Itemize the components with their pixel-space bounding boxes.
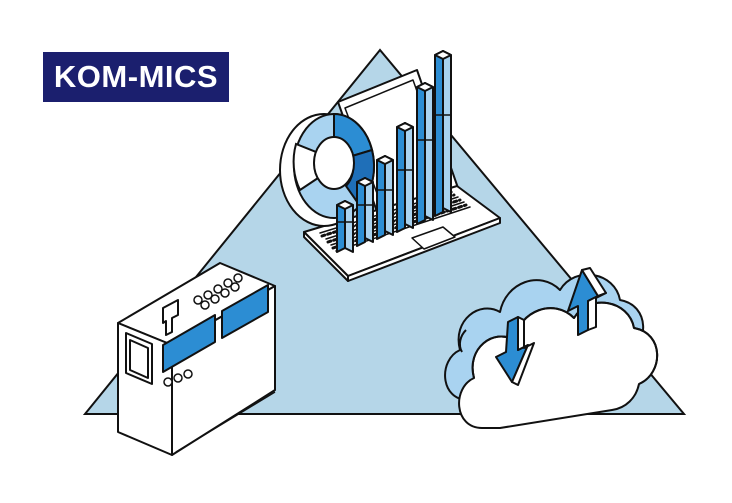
kom-mics-badge: KOM-MICS <box>43 52 229 102</box>
download-arrow-icon <box>495 316 535 386</box>
badge-label: KOM-MICS <box>53 59 219 94</box>
bar-chart-icon <box>336 50 452 253</box>
machine-icon <box>117 262 276 456</box>
upload-arrow-icon <box>567 267 607 336</box>
donut-chart-icon <box>279 112 376 227</box>
